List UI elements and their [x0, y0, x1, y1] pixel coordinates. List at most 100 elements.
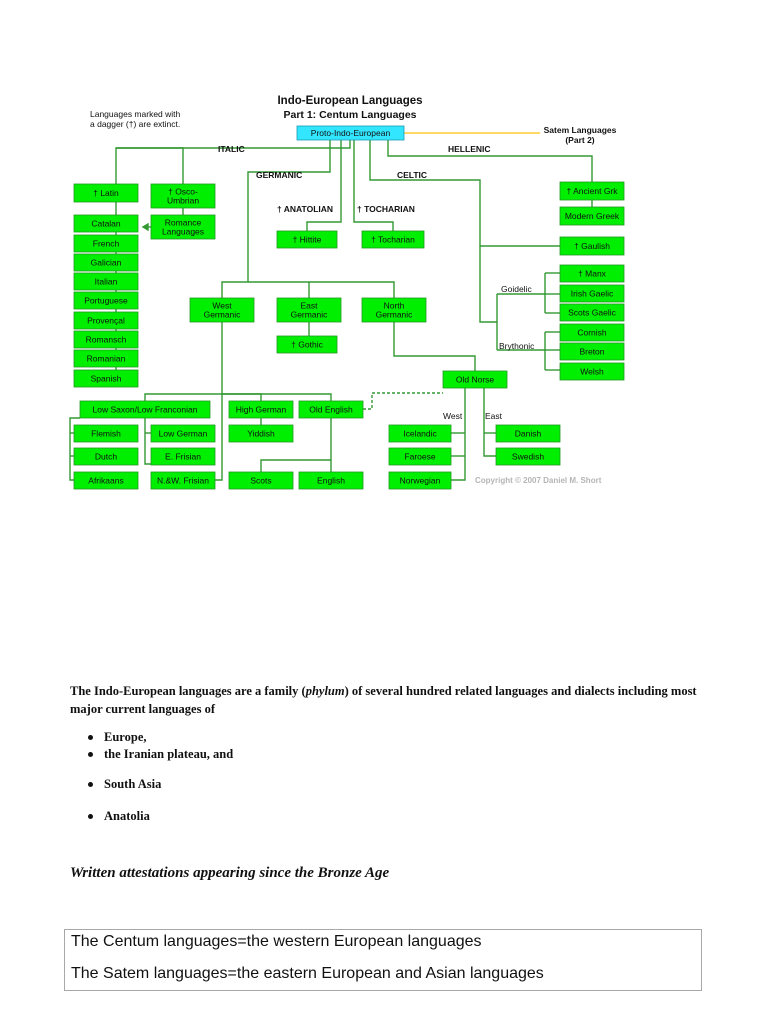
node-box [559, 362, 625, 381]
node-box [150, 447, 216, 466]
node-label: Yiddish [247, 429, 275, 439]
branch-label-italic: ITALIC [218, 144, 245, 154]
node-label: Low German [159, 429, 208, 439]
extinct-note: Languages marked with [90, 109, 181, 119]
node-label: East [300, 301, 318, 311]
dashed-connector [363, 392, 443, 410]
connector-line [393, 322, 476, 371]
bullet-icon [88, 813, 93, 819]
node-label: Languages [162, 227, 204, 237]
language-node-latin: † Latin [73, 183, 139, 203]
node-label: English [317, 476, 345, 486]
language-node-afrikaans: Afrikaans [73, 471, 139, 490]
connector-line [451, 388, 466, 481]
connector-line [69, 417, 80, 481]
node-label: Flemish [91, 429, 121, 439]
copyright-text: Copyright © 2007 Daniel M. Short [475, 476, 602, 485]
language-node-swedish: Swedish [495, 447, 561, 466]
node-box [79, 400, 211, 419]
intro-text-part2: ) of several hundred related languages a… [70, 684, 697, 716]
node-label: Icelandic [403, 429, 437, 439]
node-label: French [93, 239, 120, 249]
language-node-moderngreek: Modern Greek [559, 206, 625, 226]
node-label: Welsh [580, 367, 604, 377]
language-node-lowgerman: Low German [150, 424, 216, 443]
node-box [495, 447, 561, 466]
connector-line [221, 140, 331, 298]
diagram-title: Indo-European Languages [277, 95, 422, 107]
node-label: Italian [95, 277, 118, 287]
node-label: Norwegian [400, 476, 441, 486]
node-label: High German [236, 405, 287, 415]
list-item-text: the Iranian plateau, and [104, 747, 234, 761]
language-node-faroese: Faroese [388, 447, 452, 466]
node-box [73, 330, 139, 349]
list-item-text: South Asia [104, 777, 162, 791]
language-node-tocharian: † Tocharian [361, 230, 425, 249]
language-node-provencal: Provençal [73, 311, 139, 330]
language-node-irish: Irish Gaelic [559, 284, 625, 303]
connector-line [369, 140, 560, 247]
node-box [73, 369, 139, 388]
language-node-catalan: Catalan [73, 214, 139, 233]
node-label: Catalan [91, 219, 121, 229]
language-node-manx: † Manx [559, 264, 625, 283]
language-node-yiddish: Yiddish [228, 424, 294, 443]
node-label: Cornish [577, 328, 607, 338]
indo-european-family-tree: Proto-Indo-European† Latin† Osco-Umbrian… [69, 95, 625, 490]
language-node-french: French [73, 234, 139, 253]
node-label: West [212, 301, 232, 311]
node-label: † Manx [578, 269, 607, 279]
node-box [150, 214, 216, 240]
node-label: Romance [165, 218, 202, 228]
language-node-highgerman: High German [228, 400, 294, 419]
language-node-welsh: Welsh [559, 362, 625, 381]
node-box [228, 471, 294, 490]
node-label: Dutch [95, 452, 117, 462]
node-label: † Gaulish [574, 241, 610, 251]
language-node-lowsaxon: Low Saxon/Low Franconian [79, 400, 211, 419]
connector-line [479, 246, 497, 323]
branch-label-brythonic: Brythonic [499, 341, 535, 351]
node-label: Provençal [87, 316, 125, 326]
tree-nodes: Proto-Indo-European† Latin† Osco-Umbrian… [73, 125, 625, 490]
attestation-note: Written attestations appearing since the… [70, 865, 390, 881]
node-label: † Hittite [293, 235, 322, 245]
language-node-cornish: Cornish [559, 323, 625, 342]
node-box [228, 400, 294, 419]
language-node-dutch: Dutch [73, 447, 139, 466]
branch-label-west: West [443, 411, 463, 421]
node-box [361, 297, 427, 323]
language-node-scotsgaelic: Scots Gaelic [559, 303, 625, 322]
node-label: Germanic [291, 310, 329, 320]
node-box [73, 253, 139, 272]
language-node-breton: Breton [559, 342, 625, 361]
node-label: † Tocharian [371, 235, 415, 245]
root-node [296, 125, 405, 141]
node-label: Faroese [404, 452, 435, 462]
branch-label-hellenic: HELLENIC [448, 144, 491, 154]
connector-line [306, 140, 342, 231]
node-label: † Latin [93, 188, 119, 198]
node-label: † Gothic [291, 340, 323, 350]
connector-line [483, 388, 496, 457]
language-node-gaulish: † Gaulish [559, 236, 625, 256]
list-item-text: Anatolia [104, 809, 150, 823]
language-node-english: English [298, 471, 364, 490]
language-node-scots: Scots [228, 471, 294, 490]
connector-line [144, 418, 151, 465]
node-box [73, 214, 139, 233]
node-box [361, 230, 425, 249]
node-label: N.&W. Frisian [157, 476, 209, 486]
language-node-hittite: † Hittite [276, 230, 338, 249]
node-box [150, 471, 216, 490]
node-label: † Ancient Grk [566, 186, 618, 196]
branch-label-celtic: CELTIC [397, 170, 427, 180]
node-label: Germanic [376, 310, 414, 320]
arrow-icon [141, 222, 149, 232]
node-label: Spanish [91, 374, 122, 384]
node-label: Galician [91, 258, 122, 268]
